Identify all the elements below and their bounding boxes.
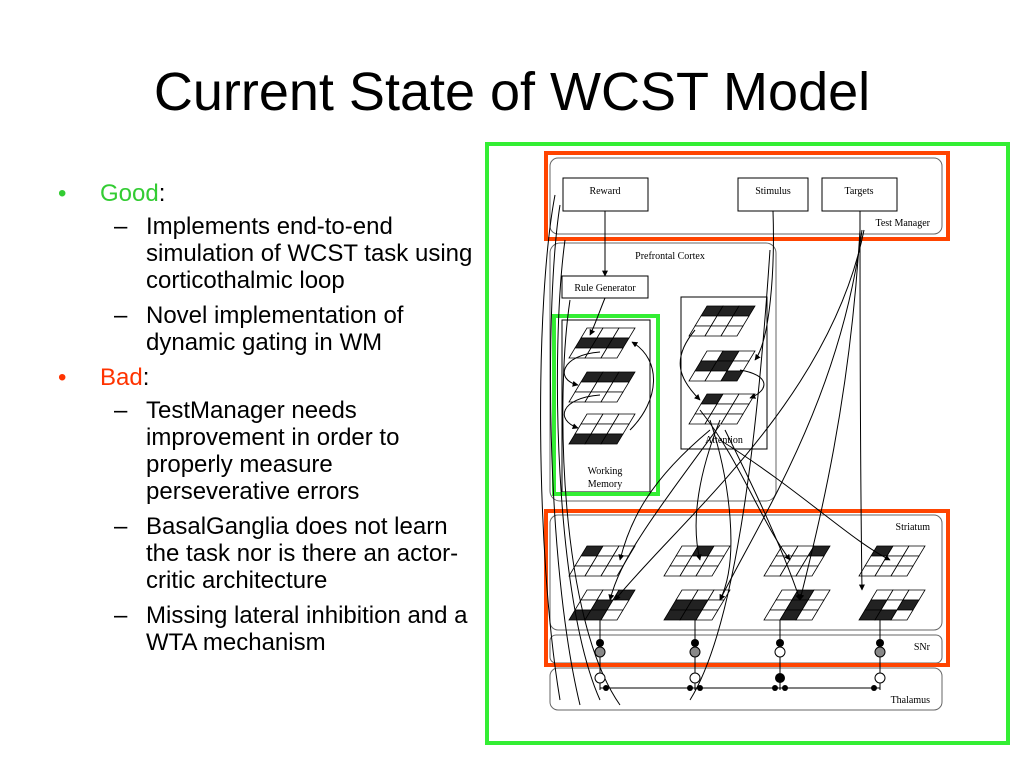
thalamus-box (549, 667, 943, 711)
dash-marker: – (114, 602, 128, 629)
basal-ganglia-red-highlight (544, 509, 950, 667)
neuron-layer-grid (568, 371, 636, 403)
bullet-marker: • (58, 364, 67, 391)
thalamus-nodes (594, 672, 886, 691)
good-colon: : (158, 180, 166, 207)
sub-bullet-text: BasalGanglia does not learn the task nor… (146, 513, 459, 594)
sub-bullet-text: Implements end-to-end simulation of WCST… (146, 213, 473, 294)
stimulus-label: Stimulus (755, 186, 791, 197)
neuron-layer-grid (663, 589, 731, 621)
bullet-good: • Good: (58, 180, 483, 207)
dash-marker: – (114, 213, 128, 240)
striatum-box (549, 514, 943, 631)
bullet-list: •Good: –Implements end-to-end simulation… (58, 180, 483, 664)
working-memory-green-highlight (552, 314, 660, 496)
sub-bullet: –Novel implementation of dynamic gating … (58, 302, 483, 356)
bad-label: Bad (100, 364, 143, 391)
working-memory-label-2: Memory (588, 479, 622, 490)
neuron-layer-grid (858, 589, 926, 621)
neuron-layer-grid (568, 327, 636, 359)
grid-cell (890, 565, 914, 577)
thalamus-label: Thalamus (891, 695, 931, 706)
sub-bullet-text: Novel implementation of dynamic gating i… (146, 302, 404, 356)
neuron-layer-grid (688, 305, 756, 337)
good-label: Good (100, 180, 159, 207)
rule-generator-label: Rule Generator (574, 283, 636, 294)
test-manager-label: Test Manager (875, 218, 930, 229)
bullet-bad: • Bad: (58, 364, 483, 391)
sub-bullet: –BasalGanglia does not learn the task no… (58, 513, 483, 594)
sub-bullet-text: Missing lateral inhibition and a WTA mec… (146, 602, 468, 656)
grid-cell (720, 413, 744, 425)
grid-cell (600, 347, 624, 359)
working-memory-label-1: Working (588, 466, 623, 477)
targets-box (821, 177, 898, 212)
sub-bullet-text: TestManager needs improvement in order t… (146, 397, 400, 505)
dash-marker: – (114, 397, 128, 424)
bad-colon: : (142, 364, 150, 391)
attention-label: Attention (705, 435, 743, 446)
grid-cell (600, 391, 624, 403)
sub-bullet: –Missing lateral inhibition and a WTA me… (58, 602, 483, 656)
stimulus-box (737, 177, 809, 212)
neuron-layer-grid (763, 589, 831, 621)
sub-bullet: –TestManager needs improvement in order … (58, 397, 483, 505)
grid-cell (890, 609, 914, 621)
prefrontal-cortex-label: Prefrontal Cortex (635, 251, 705, 262)
grid-cell (720, 325, 744, 337)
connection-lines (540, 194, 891, 706)
neuron-layer-grid (858, 545, 926, 577)
grid-cell (600, 433, 624, 445)
slide-title: Current State of WCST Model (153, 62, 871, 122)
grid-cell (695, 609, 719, 621)
neuron-layer-grid (568, 413, 636, 445)
reward-label: Reward (589, 186, 620, 197)
outer-green-frame (485, 142, 1010, 745)
neuron-layer-grid (663, 545, 731, 577)
grid-cell (720, 370, 744, 382)
snr-nodes (594, 639, 886, 658)
striatum-label: Striatum (896, 522, 931, 533)
test-manager-red-highlight (544, 151, 950, 241)
targets-label: Targets (844, 186, 873, 197)
reward-box (562, 177, 649, 212)
grid-cell (695, 565, 719, 577)
grid-cell (600, 565, 624, 577)
neuron-layer-grid (568, 545, 636, 577)
snr-label: SNr (914, 642, 931, 653)
grid-cell (600, 609, 624, 621)
grid-cell (795, 609, 819, 621)
dash-marker: – (114, 513, 128, 540)
bullet-marker: • (58, 180, 67, 207)
sub-bullet: –Implements end-to-end simulation of WCS… (58, 213, 483, 294)
dash-marker: – (114, 302, 128, 329)
neuron-layer-grid (688, 350, 756, 382)
